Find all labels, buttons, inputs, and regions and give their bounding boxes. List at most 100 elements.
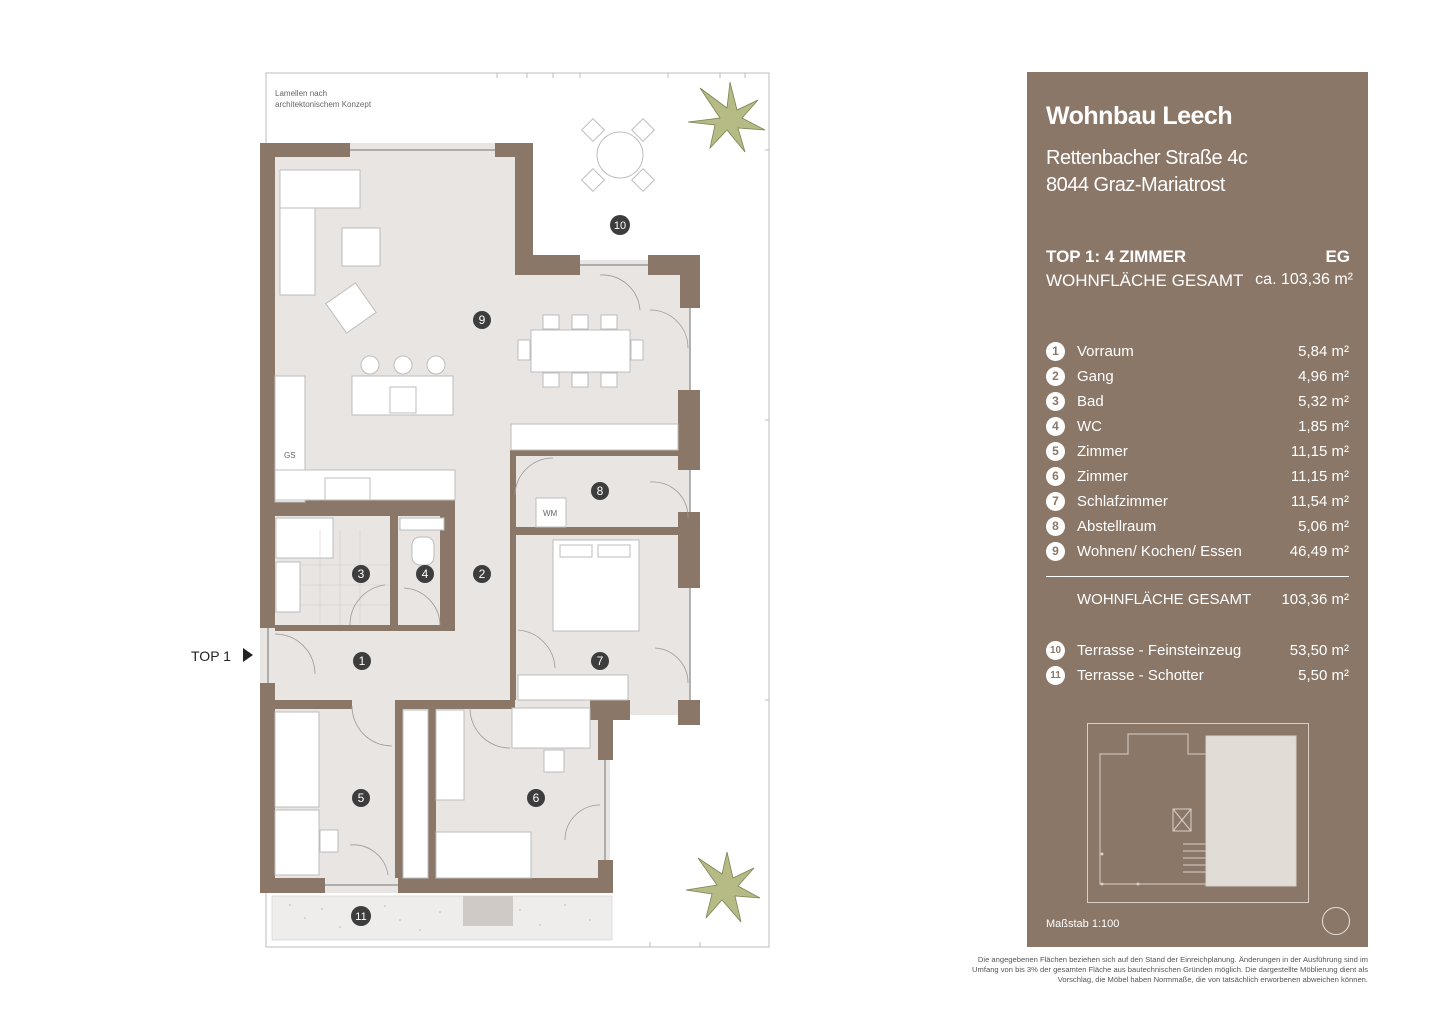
room-badge-6-text: 6 — [533, 791, 540, 805]
entrance-arrow-icon — [243, 648, 253, 662]
info-panel: Wohnbau Leech Rettenbacher Straße 4c 804… — [1027, 72, 1368, 947]
terrace-table — [596, 131, 644, 179]
room-badge-2 — [473, 565, 491, 583]
address-line1: Rettenbacher Straße 4c — [1046, 147, 1248, 169]
wm-label: WM — [543, 509, 558, 518]
sum-label: WOHNFLÄCHE GESAMT — [1077, 591, 1252, 608]
room-number-badge: 10 — [1046, 641, 1065, 660]
sideboard — [510, 423, 679, 451]
room-badge-11 — [351, 906, 371, 926]
room-badge-2-text: 2 — [479, 567, 486, 581]
room-name: Bad — [1077, 393, 1104, 410]
room-list: 1 Vorraum 5,84 m² 2 Gang 4,96 m² 3 Bad 5,32 m²… — [1046, 341, 1349, 566]
site-key-map — [1087, 723, 1309, 903]
walls — [260, 143, 700, 893]
wardrobe-room5 — [402, 709, 429, 879]
desk-room5 — [319, 829, 339, 853]
room-name: Zimmer — [1077, 468, 1128, 485]
room-area: 11,54 m² — [1290, 493, 1349, 510]
wardrobe-room6 — [435, 709, 465, 801]
coffee-table — [341, 227, 381, 267]
room-badge-1-text: 1 — [359, 654, 366, 668]
list-item: 2 Gang 4,96 m² — [1046, 366, 1349, 391]
room-name: Wohnen/ Kochen/ Essen — [1077, 543, 1242, 560]
room-number-badge: 5 — [1046, 442, 1065, 461]
room-area: 53,50 m² — [1289, 642, 1349, 659]
furniture — [274, 117, 679, 879]
list-item: 9 Wohnen/ Kochen/ Essen 46,49 m² — [1046, 541, 1349, 566]
room-area: 5,84 m² — [1298, 343, 1349, 360]
list-item: 6 Zimmer 11,15 m² — [1046, 466, 1349, 491]
windows — [267, 149, 691, 886]
room-badge-10 — [610, 215, 630, 235]
room-badge-6 — [527, 789, 545, 807]
room-badge-3 — [352, 565, 370, 583]
room-badge-8-text: 8 — [597, 484, 604, 498]
gravel-dots — [289, 904, 591, 931]
entrance-label: TOP 1 — [191, 648, 231, 664]
room-number-badge: 8 — [1046, 517, 1065, 536]
list-item: 8 Abstellraum 5,06 m² — [1046, 516, 1349, 541]
address-line2: 8044 Graz-Mariatrost — [1046, 174, 1225, 196]
annotation-line1: Lamellen nach — [275, 89, 327, 98]
total-area-label: WOHNFLÄCHE GESAMT — [1046, 271, 1244, 290]
room-area: 46,49 m² — [1289, 543, 1349, 560]
room-badges: 1 2 3 4 5 6 7 8 9 10 11 — [351, 215, 630, 926]
plant-top — [687, 81, 766, 153]
room-badge-9-text: 9 — [479, 313, 486, 327]
plant-bottom — [685, 851, 761, 923]
room-area: 1,85 m² — [1298, 418, 1349, 435]
room-name: Abstellraum — [1077, 518, 1157, 535]
room-name: Zimmer — [1077, 443, 1128, 460]
room-area: 5,32 m² — [1298, 393, 1349, 410]
dining-table — [530, 329, 631, 373]
list-item: 1 Vorraum 5,84 m² — [1046, 341, 1349, 366]
total-area-value: ca. 103,36 m² — [1255, 271, 1353, 288]
room-badge-11-text: 11 — [355, 911, 366, 923]
room-badge-3-text: 3 — [358, 567, 365, 581]
room-number-badge: 2 — [1046, 367, 1065, 386]
room-badge-5-text: 5 — [358, 791, 365, 805]
unit-label: TOP 1: 4 ZIMMER — [1046, 247, 1187, 266]
room-badge-8 — [591, 482, 609, 500]
room-name: Gang — [1077, 368, 1114, 385]
gravel-slab — [463, 896, 513, 926]
list-item: 3 Bad 5,32 m² — [1046, 391, 1349, 416]
room-badge-4-text: 4 — [422, 567, 429, 581]
floor-label: EG — [1325, 247, 1350, 266]
room-area: 5,06 m² — [1298, 518, 1349, 535]
disclaimer-text: Die angegebenen Flächen beziehen sich au… — [972, 955, 1368, 984]
room-name: Terrasse - Schotter — [1077, 667, 1204, 684]
room-badge-7-text: 7 — [597, 654, 604, 668]
scale-label: Maßstab 1:100 — [1046, 918, 1120, 930]
desk-room6 — [511, 707, 591, 749]
room-area: 11,15 m² — [1290, 443, 1349, 460]
room-badge-1 — [353, 652, 371, 670]
room-number-badge: 3 — [1046, 392, 1065, 411]
room-badge-9 — [473, 311, 491, 329]
room-name: WC — [1077, 418, 1102, 435]
north-arrow-icon — [1322, 907, 1350, 935]
room-number-badge: 6 — [1046, 467, 1065, 486]
armchair — [325, 282, 377, 334]
room-area: 4,96 m² — [1298, 368, 1349, 385]
wm — [535, 497, 567, 528]
room-area: 11,15 m² — [1290, 468, 1349, 485]
floor-plan: Lamellen nach architektonischem Konzept … — [191, 72, 770, 948]
room-name: Schlafzimmer — [1077, 493, 1168, 510]
bed-room5 — [274, 711, 320, 808]
gs-label: GS — [284, 451, 296, 460]
room-number-badge: 1 — [1046, 342, 1065, 361]
room-badge-5 — [352, 789, 370, 807]
lamellen-ticks — [496, 73, 769, 947]
room-badge-10-text: 10 — [614, 220, 626, 232]
room-number-badge: 9 — [1046, 542, 1065, 561]
room-name: Vorraum — [1077, 343, 1134, 360]
door-swings — [274, 274, 689, 876]
room-area: 5,50 m² — [1298, 667, 1349, 684]
project-title: Wohnbau Leech — [1046, 102, 1233, 130]
